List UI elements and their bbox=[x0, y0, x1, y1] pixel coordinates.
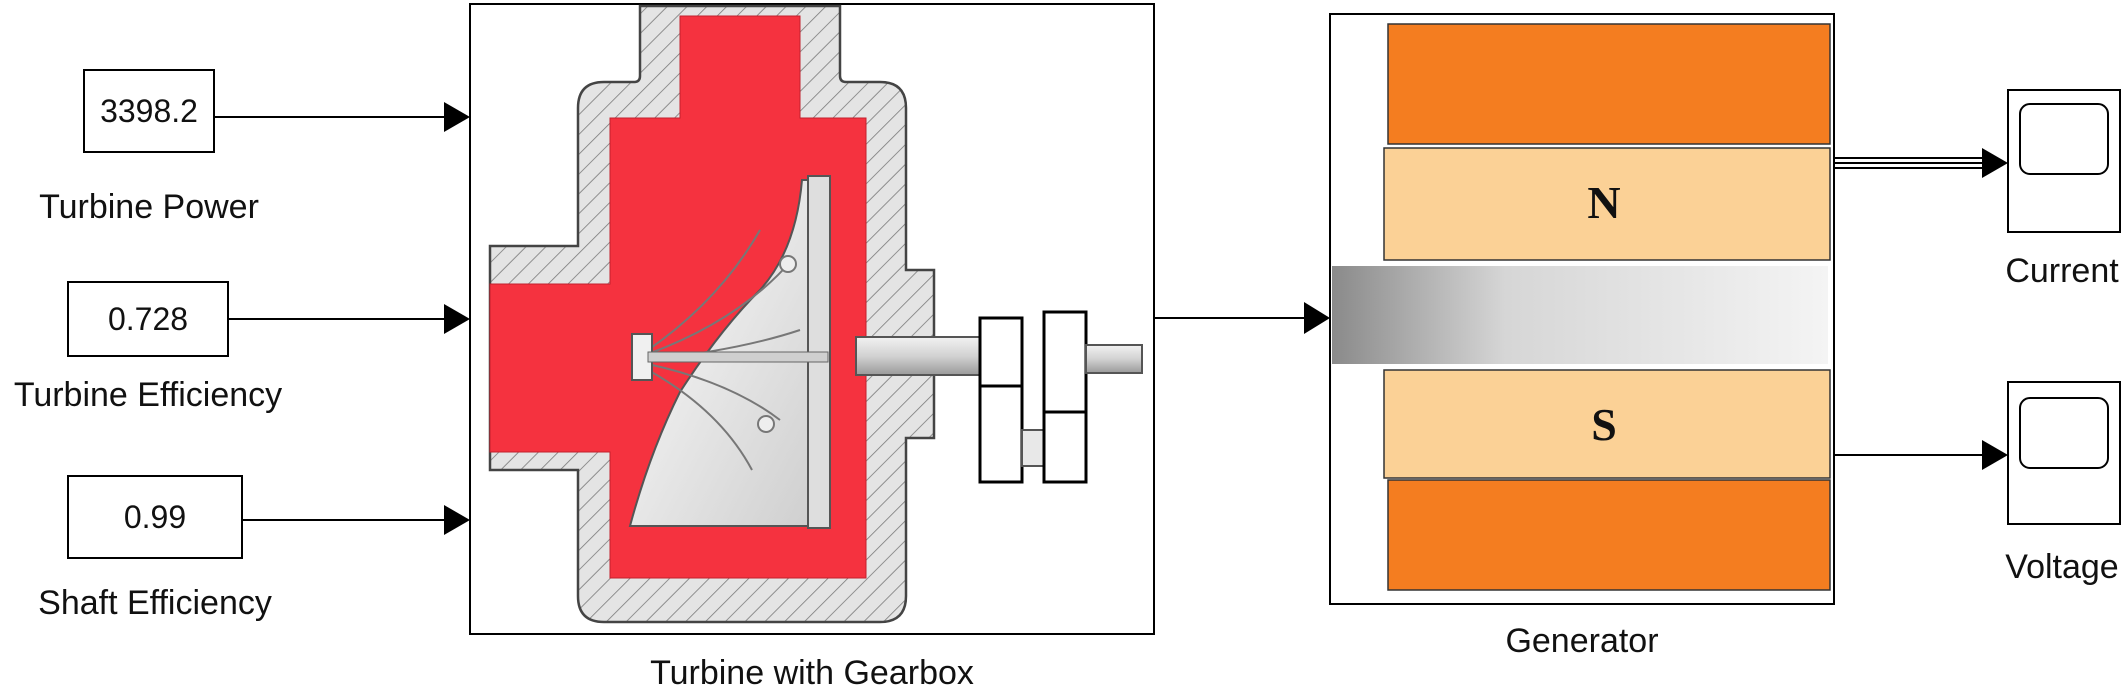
scope-current[interactable] bbox=[2007, 89, 2121, 233]
constant-block-turbine-efficiency[interactable]: 0.728 bbox=[67, 281, 229, 357]
signal-line-shaft-efficiency[interactable] bbox=[242, 505, 470, 535]
voltage-signal-line[interactable] bbox=[1834, 440, 2008, 470]
constant-value: 3398.2 bbox=[100, 93, 198, 129]
signal-line-power[interactable] bbox=[214, 102, 470, 132]
scope-voltage[interactable] bbox=[2007, 381, 2121, 525]
turbine-gearbox-block[interactable] bbox=[469, 3, 1155, 635]
constant-value: 0.99 bbox=[124, 499, 186, 535]
arrowhead-icon bbox=[444, 304, 470, 334]
constant-value: 0.728 bbox=[108, 301, 188, 337]
arrowhead-icon bbox=[444, 505, 470, 535]
constant-label: Shaft Efficiency bbox=[38, 584, 272, 622]
generator-block[interactable]: N S bbox=[1329, 13, 1835, 605]
current-signal-line[interactable] bbox=[1834, 148, 2008, 178]
arrowhead-icon bbox=[1304, 302, 1330, 334]
scope-screen-icon bbox=[2019, 103, 2109, 175]
scope-label: Voltage bbox=[2005, 548, 2118, 586]
magnet-bottom bbox=[1387, 479, 1831, 591]
north-pole-label: N bbox=[1587, 177, 1620, 228]
turbine-label: Turbine with Gearbox bbox=[650, 654, 974, 692]
scope-label: Current bbox=[2005, 252, 2119, 290]
constant-label: Turbine Power bbox=[39, 188, 259, 226]
arrowhead-icon bbox=[444, 102, 470, 132]
gearbox-icon bbox=[978, 310, 1143, 484]
rotor-shaft bbox=[1332, 266, 1828, 364]
output-shaft bbox=[855, 336, 987, 376]
arrowhead-icon bbox=[1982, 148, 2008, 178]
arrowhead-icon bbox=[1982, 440, 2008, 470]
pole-north bbox=[1383, 147, 1831, 261]
constant-label: Turbine Efficiency bbox=[14, 376, 282, 414]
constant-block-shaft-efficiency[interactable]: 0.99 bbox=[67, 475, 243, 559]
pole-south bbox=[1383, 369, 1831, 479]
south-pole-label: S bbox=[1591, 399, 1617, 450]
magnet-top bbox=[1387, 23, 1831, 145]
turbine-housing-icon bbox=[488, 4, 987, 624]
generator-label: Generator bbox=[1505, 622, 1658, 660]
scope-screen-icon bbox=[2019, 397, 2109, 469]
constant-block-turbine-power[interactable]: 3398.2 bbox=[83, 69, 215, 153]
shaft-connection-line[interactable] bbox=[1154, 302, 1330, 334]
impeller-icon bbox=[628, 175, 831, 529]
signal-line-efficiency[interactable] bbox=[228, 304, 470, 334]
